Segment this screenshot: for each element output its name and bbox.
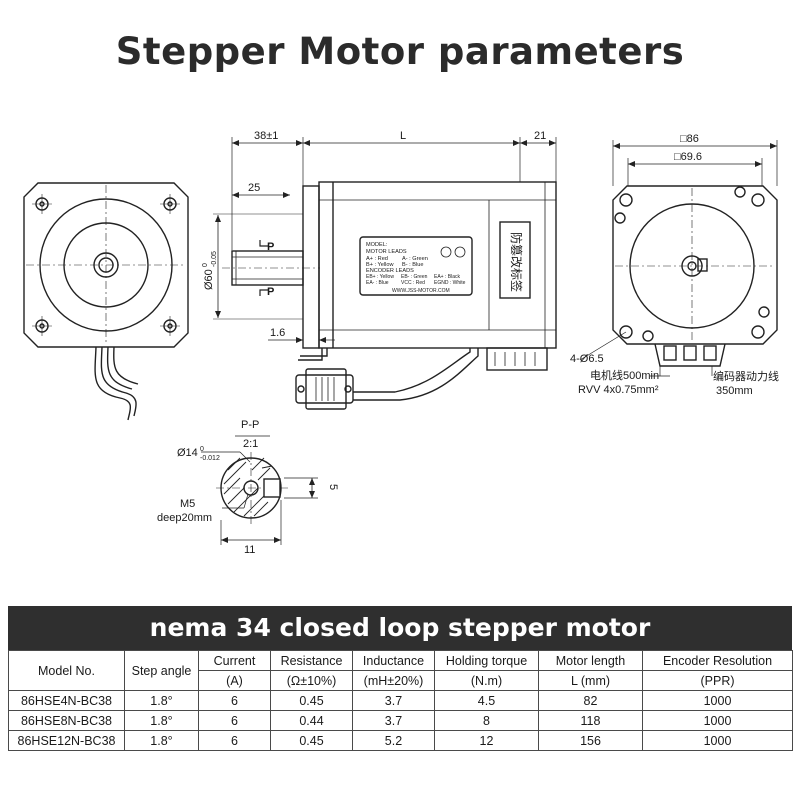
table-cell: 4.5 [434,690,539,711]
plate-b-plus: B+ : Yellow [366,262,394,268]
table-cell: 3.7 [352,710,435,731]
dim-square-86: □86 [680,133,699,145]
col-unit-inductance: (mH±20%) [352,670,435,691]
col-header-model: Model No. [8,650,125,691]
section-view [201,435,318,545]
col-header-holding-torque: Holding torque [434,650,539,671]
col-unit-current: (A) [198,670,271,691]
dim-square-69: □69.6 [674,151,702,163]
dim-1-6: 1.6 [270,327,285,339]
table-header-row: Model No. Step angle Current Resistance … [8,650,793,691]
ce-mark-icon [440,246,452,258]
table-cell: 1000 [642,710,793,731]
col-unit-resistance: (Ω±10%) [270,670,353,691]
table-cell: 6 [198,710,271,731]
thread-depth: deep20mm [157,512,212,524]
section-title: P-P [241,419,259,431]
table-cell: 86HSE12N-BC38 [8,730,125,751]
front-flange-view [23,182,189,421]
plate-a-plus: A+ : Red [366,256,388,262]
table-heading: nema 34 closed loop stepper motor [8,606,792,650]
dim-21: 21 [534,130,546,142]
spec-table-section: nema 34 closed loop stepper motor Model … [8,606,793,751]
table-cell: 6 [198,730,271,751]
table-cell: 8 [434,710,539,731]
table-cell: 0.44 [270,710,353,731]
thread-size: M5 [180,498,195,510]
col-header-resistance: Resistance [270,650,353,671]
col-header-inductance: Inductance [352,650,435,671]
col-unit-holding-torque: (N.m) [434,670,539,691]
table-cell: 1.8° [124,710,199,731]
page-title: Stepper Motor parameters [115,30,685,73]
p-top: P [267,241,274,253]
plate-eb-plus: EB+ : Yellow [366,274,394,280]
recycle-mark-icon [454,246,466,258]
holes-label: 4-Ø6.5 [570,353,604,365]
label-plate-text: MODEL: MOTOR LEADS A+ : Red A- : Green B… [366,242,466,294]
table-row: 86HSE4N-BC38 1.8° 6 0.45 3.7 4.5 82 1000 [8,690,793,711]
table-cell: 86HSE4N-BC38 [8,690,125,711]
table-cell: 12 [434,730,539,751]
table-unit-row: (A) (Ω±10%) (mH±20%) (N.m) L (mm) (PPR) [9,670,793,691]
table-cell: 82 [538,690,643,711]
table-cell: 86HSE8N-BC38 [8,710,125,731]
table-cell: 1000 [642,690,793,711]
table-cell: 6 [198,690,271,711]
encoder-cable-label: 编码器动力线 [713,369,779,383]
dim-shaft-sup: 0 [202,263,209,267]
section-diameter: Ø14 [177,447,198,459]
table-cell: 0.45 [270,730,353,751]
technical-drawing: 38±1 L 21 25 P P 1.6 Ø60 0 -0.05 MODEL: … [23,130,779,556]
table-row: 86HSE8N-BC38 1.8° 6 0.44 3.7 8 118 1000 [8,710,793,731]
plate-model: MODEL: [366,242,388,248]
col-header-encoder-resolution: Encoder Resolution [642,650,793,671]
motor-cable-label: 电机线500min [590,368,659,382]
p-bottom: P [267,286,274,298]
plate-motor-leads: MOTOR LEADS [366,249,407,255]
plate-vcc: VCC : Red [401,280,425,286]
table-cell: 1.8° [124,690,199,711]
col-header-current: Current [198,650,271,671]
table-cell: 156 [538,730,643,751]
side-view [213,137,557,410]
table-cell: 3.7 [352,690,435,711]
col-unit-encoder-resolution: (PPR) [642,670,793,691]
col-unit-motor-length: L (mm) [538,670,643,691]
table-cell: 0.45 [270,690,353,711]
dim-L: L [400,130,406,142]
key-width: 5 [327,484,339,490]
dim-shaft-diameter: Ø60 [203,269,215,290]
plate-b-minus: B- : Blue [402,262,423,268]
section-diameter-sub: -0.012 [200,455,220,462]
dim-25: 25 [248,182,260,194]
section-scale: 2:1 [243,438,258,450]
col-header-step-angle: Step angle [124,650,199,691]
section-width: 11 [244,544,255,556]
section-diameter-sup: 0 [200,446,204,453]
plate-eb-minus: EB- : Green [401,274,428,280]
col-header-motor-length: Motor length [538,650,643,671]
table-cell: 1.8° [124,730,199,751]
rear-view [579,140,778,377]
table-cell: 5.2 [352,730,435,751]
section-hatching [223,457,273,517]
table-row: 86HSE12N-BC38 1.8° 6 0.45 5.2 12 156 100… [8,730,793,751]
dim-38: 38±1 [254,130,278,142]
table-cell: 1000 [642,730,793,751]
plate-a-minus: A- : Green [402,256,428,262]
dim-shaft-sub: -0.05 [211,251,218,267]
plate-website: WWW.JSS-MOTOR.COM [392,288,450,294]
motor-cable-spec: RVV 4x0.75mm² [578,384,659,396]
plate-encoder-leads: ENCODER LEADS [366,268,414,274]
plate-ea-plus: EA+ : Black [434,274,460,280]
table-cell: 118 [538,710,643,731]
plate-egnd: EGND : White [434,280,466,286]
plate-ea-minus: EA- : Blue [366,280,389,286]
seal-sticker-text: 防篡改标签 [509,232,524,292]
encoder-cable-length: 350mm [716,385,753,397]
spec-table: Model No. Step angle Current Resistance … [8,650,793,751]
